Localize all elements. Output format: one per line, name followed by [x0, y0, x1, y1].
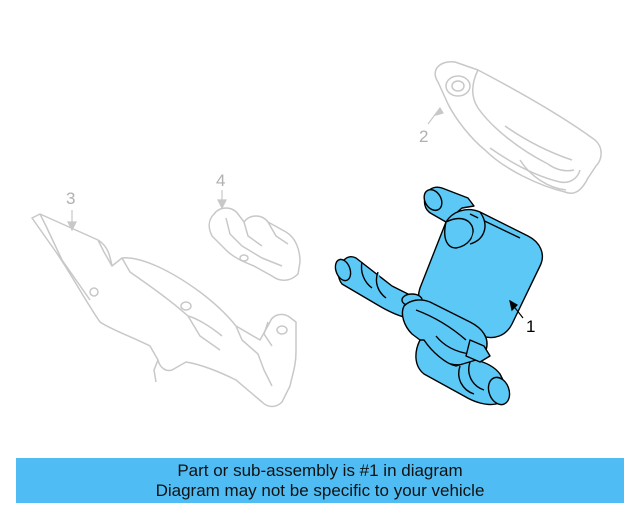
info-banner: Part or sub-assembly is #1 in diagram Di… — [16, 458, 624, 503]
part-3-bracket — [31, 213, 297, 408]
part-4-clip — [208, 207, 301, 281]
leader-1 — [509, 299, 524, 319]
banner-line-part: Part or sub-assembly is #1 in diagram — [177, 461, 463, 480]
banner-line-disclaimer: Diagram may not be specific to your vehi… — [155, 481, 485, 500]
callout-2: 2 — [419, 127, 428, 146]
part-2-clamp — [434, 61, 602, 194]
leader-2 — [427, 106, 444, 125]
leader-3 — [67, 210, 77, 232]
callout-3: 3 — [66, 189, 75, 208]
part-1-pump[interactable] — [333, 186, 544, 407]
leader-4 — [217, 190, 227, 210]
callout-1: 1 — [526, 317, 535, 336]
callout-4: 4 — [216, 171, 225, 190]
